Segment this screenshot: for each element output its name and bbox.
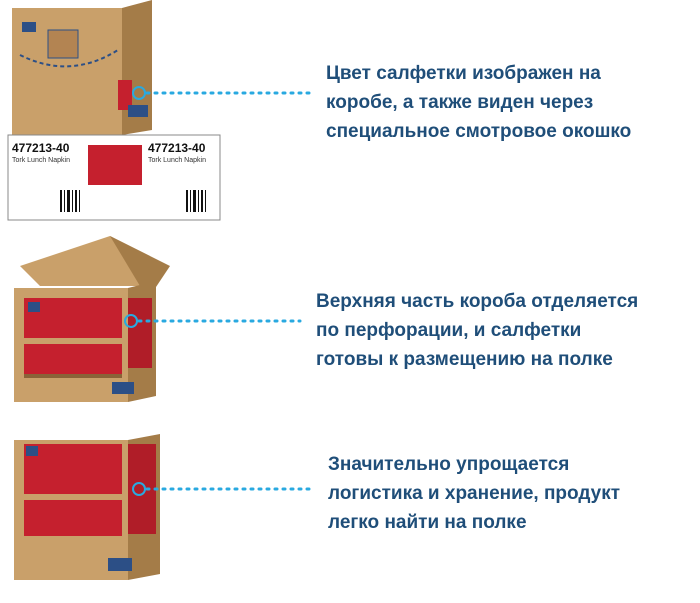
caption-logistics: Значительно упрощается логистика и хране…: [328, 454, 621, 533]
product-code-left: 477213-40: [12, 141, 70, 155]
caption-color-window: Цвет салфетки изображен на коробе, а так…: [326, 63, 632, 142]
connector-line-2: [124, 314, 302, 328]
shelf-box-illustration: [14, 434, 160, 580]
tork-logo-top: [22, 22, 36, 32]
panel-closed-box: 477213-40 Tork Lunch Napkin 477213-40 To…: [0, 0, 700, 225]
product-name-left: Tork Lunch Napkin: [12, 157, 70, 164]
panel-opened-box: Верхняя часть короба отделяется по перфо…: [0, 226, 700, 416]
viewing-window: [118, 80, 132, 110]
connector-line-1: [132, 86, 312, 100]
closed-box-illustration: [7, 0, 221, 221]
panel-shelf-box: Значительно упрощается логистика и хране…: [0, 430, 700, 603]
connector-line-3: [132, 482, 314, 496]
product-code-right: 477213-40: [148, 141, 206, 155]
tork-logo-opened: [112, 382, 134, 394]
product-name-right: Tork Lunch Napkin: [148, 157, 206, 164]
tork-logo-side: [128, 105, 148, 117]
napkin-color-swatch: [88, 145, 142, 185]
caption-perforation: Верхняя часть короба отделяется по перфо…: [316, 291, 639, 370]
tork-logo-shelf: [108, 558, 132, 571]
opened-box-illustration: [14, 236, 170, 402]
